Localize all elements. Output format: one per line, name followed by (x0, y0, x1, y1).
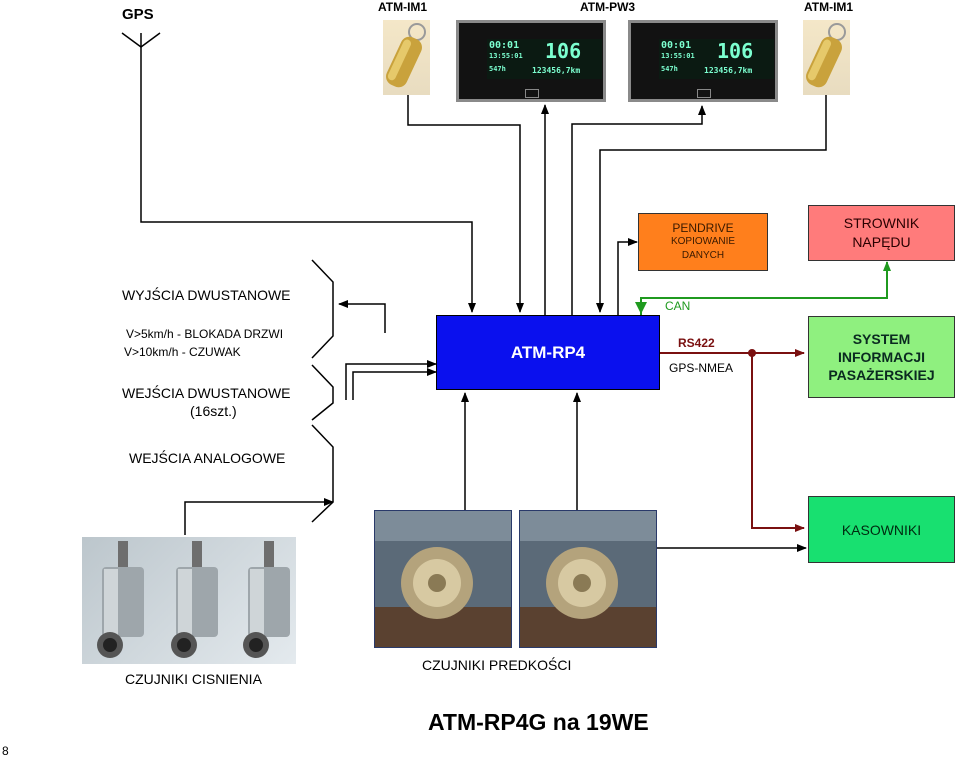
display-speed: 106 (717, 39, 754, 63)
display-odo: 123456,7km (704, 66, 753, 75)
system-line3: PASAŻERSKIEJ (828, 367, 935, 383)
pendrive-line3: DANYCH (681, 250, 725, 261)
gps-antenna (121, 32, 161, 75)
display-screen: 00:01 13:55:01 547h 106 123456,7km (659, 39, 774, 79)
atm-pw3-label: ATM-PW3 (580, 0, 636, 14)
display-button (525, 89, 539, 98)
display-button (697, 89, 711, 98)
display-time2: 13:55:01 (661, 52, 695, 60)
atm-im1-left-label: ATM-IM1 (378, 0, 428, 14)
rs422-junction (748, 349, 756, 357)
display-dist: 547h (489, 65, 506, 73)
bracket-outputs (311, 259, 334, 359)
speed-sensor-image-2 (519, 510, 657, 648)
display-screen: 00:01 13:55:01 547h 106 123456,7km (487, 39, 602, 79)
atm-im1-right-label: ATM-IM1 (804, 0, 854, 14)
bracket-analog (311, 424, 334, 523)
wire-inputs-1 (345, 360, 437, 400)
atm-rp4-label: ATM-RP4 (510, 342, 586, 362)
system-line1: SYSTEM (852, 331, 911, 347)
outputs-title: WYJŚCIA DWUSTANOWE (122, 287, 291, 303)
wire-im1-right (596, 95, 827, 313)
display-speed: 106 (545, 39, 582, 63)
display-time1: 00:01 (489, 40, 520, 51)
wire-pressure (184, 498, 334, 535)
can-label: CAN (665, 299, 691, 313)
wire-display-right (571, 105, 706, 315)
atm-pw3-display-right: 00:01 13:55:01 547h 106 123456,7km (628, 20, 778, 102)
display-time2: 13:55:01 (489, 52, 523, 60)
inputs-title: WEJŚCIA DWUSTANOWE (122, 385, 291, 401)
pendrive-line2: KOPIOWANIE (670, 236, 736, 247)
pressure-sensors-label: CZUJNIKI CISNIENIA (125, 671, 262, 687)
rs422-label: RS422 (678, 336, 715, 350)
can-arrowhead-down (635, 302, 647, 314)
display-dist: 547h (661, 65, 678, 73)
pendrive-box: PENDRIVE KOPIOWANIE DANYCH (638, 213, 768, 271)
wire-rs422-kasowniki (751, 353, 805, 532)
strownik-line1: STROWNIK (843, 215, 920, 231)
system-info-box: SYSTEM INFORMACJI PASAŻERSKIEJ (808, 316, 955, 398)
strownik-line2: NAPĘDU (852, 234, 911, 250)
speed-sensor-image-1 (374, 510, 512, 648)
key-fob-left-image (383, 20, 430, 95)
display-time1: 00:01 (661, 40, 692, 51)
display-odo: 123456,7km (532, 66, 581, 75)
pressure-sensor-3 (243, 541, 290, 658)
system-line2: INFORMACJI (837, 349, 926, 365)
speed-sensors-label: CZUJNIKI PREDKOŚCI (422, 657, 572, 673)
diagram-title: ATM-RP4G na 19WE (428, 709, 649, 735)
wire-im1-left (407, 95, 524, 313)
key-fob-right-image (803, 20, 850, 95)
pendrive-line1: PENDRIVE (672, 221, 734, 235)
bracket-inputs (311, 364, 334, 421)
inputs-count: (16szt.) (190, 403, 237, 419)
page-number: 8 (2, 744, 9, 758)
kasowniki-label: KASOWNIKI (841, 521, 922, 538)
pressure-sensor-1 (97, 541, 144, 658)
wire-outputs (338, 300, 386, 333)
strownik-box: STROWNIK NAPĘDU (808, 205, 955, 261)
output-door-lock: V>5km/h - BLOKADA DRZWI (126, 327, 284, 341)
pressure-sensors-image (82, 537, 296, 664)
pressure-sensor-2 (171, 541, 218, 658)
atm-pw3-display-left: 00:01 13:55:01 547h 106 123456,7km (456, 20, 606, 102)
gps-nmea-label: GPS-NMEA (669, 361, 734, 375)
wire-gps (140, 75, 476, 313)
wire-inputs-2 (352, 368, 437, 400)
wire-pendrive (617, 238, 638, 315)
gps-label: GPS (122, 6, 154, 23)
atm-rp4-box: ATM-RP4 (436, 315, 660, 390)
output-vigilance: V>10km/h - CZUWAK (124, 345, 241, 359)
kasowniki-box: KASOWNIKI (808, 496, 955, 563)
analog-inputs-label: WEJŚCIA ANALOGOWE (129, 450, 286, 466)
